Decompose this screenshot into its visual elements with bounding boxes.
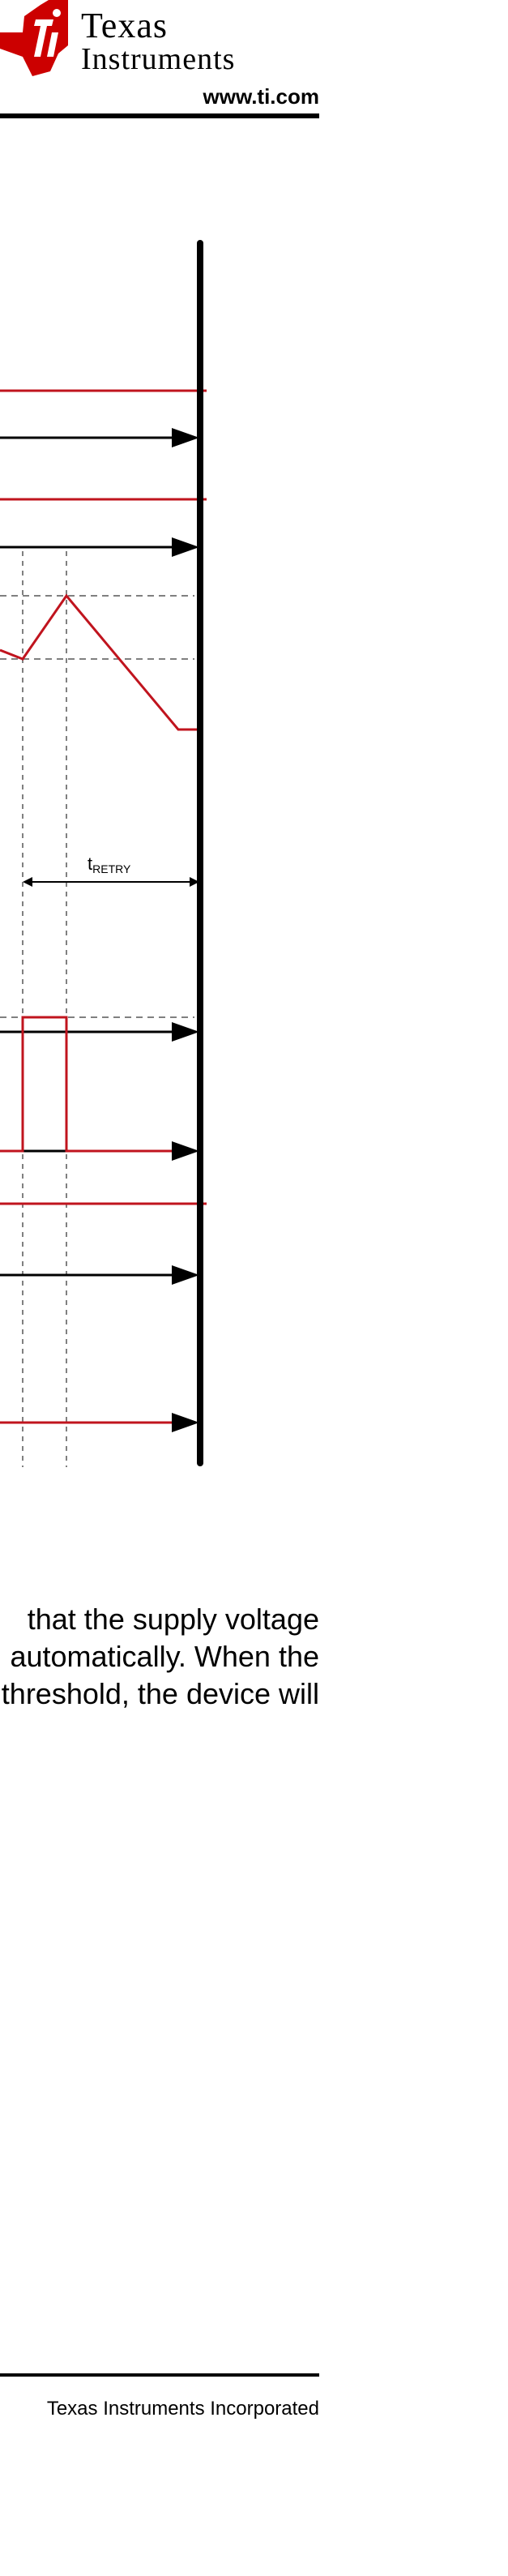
timing-diagram: tRETRY	[0, 240, 207, 1467]
current-waveform	[0, 593, 197, 731]
t-retry-left-arrow-icon	[23, 877, 32, 887]
page-header: Texas Instruments www.ti.com	[0, 0, 508, 122]
signal-7-arrow-icon	[172, 1413, 199, 1432]
header-divider	[0, 113, 319, 118]
signal-6-arrow-icon	[172, 1265, 199, 1285]
body-line-3: threshold, the device will	[1, 1677, 319, 1710]
signal-5-arrow-icon	[172, 1141, 199, 1161]
signal-2-arrow-icon	[172, 537, 199, 557]
signal-1-arrow-icon	[172, 428, 199, 447]
body-paragraph: that the supply voltage automatically. W…	[0, 1601, 319, 1713]
t-retry-label: tRETRY	[88, 854, 131, 875]
brand-name-line1: Texas	[81, 6, 168, 45]
ti-logo-icon	[0, 0, 68, 76]
body-line-1: that the supply voltage	[27, 1603, 319, 1636]
signal-5-pulse-trace	[0, 1016, 174, 1153]
footer-copyright: Texas Instruments Incorporated	[46, 2398, 319, 2420]
signal-4-arrow-icon	[172, 1022, 199, 1042]
footer-divider	[0, 2373, 319, 2377]
brand-name-line2: Instruments	[81, 42, 236, 76]
header-url-link[interactable]: www.ti.com	[203, 84, 320, 109]
body-line-2: automatically. When the	[10, 1640, 319, 1673]
t-retry-right-arrow-icon	[190, 877, 199, 887]
